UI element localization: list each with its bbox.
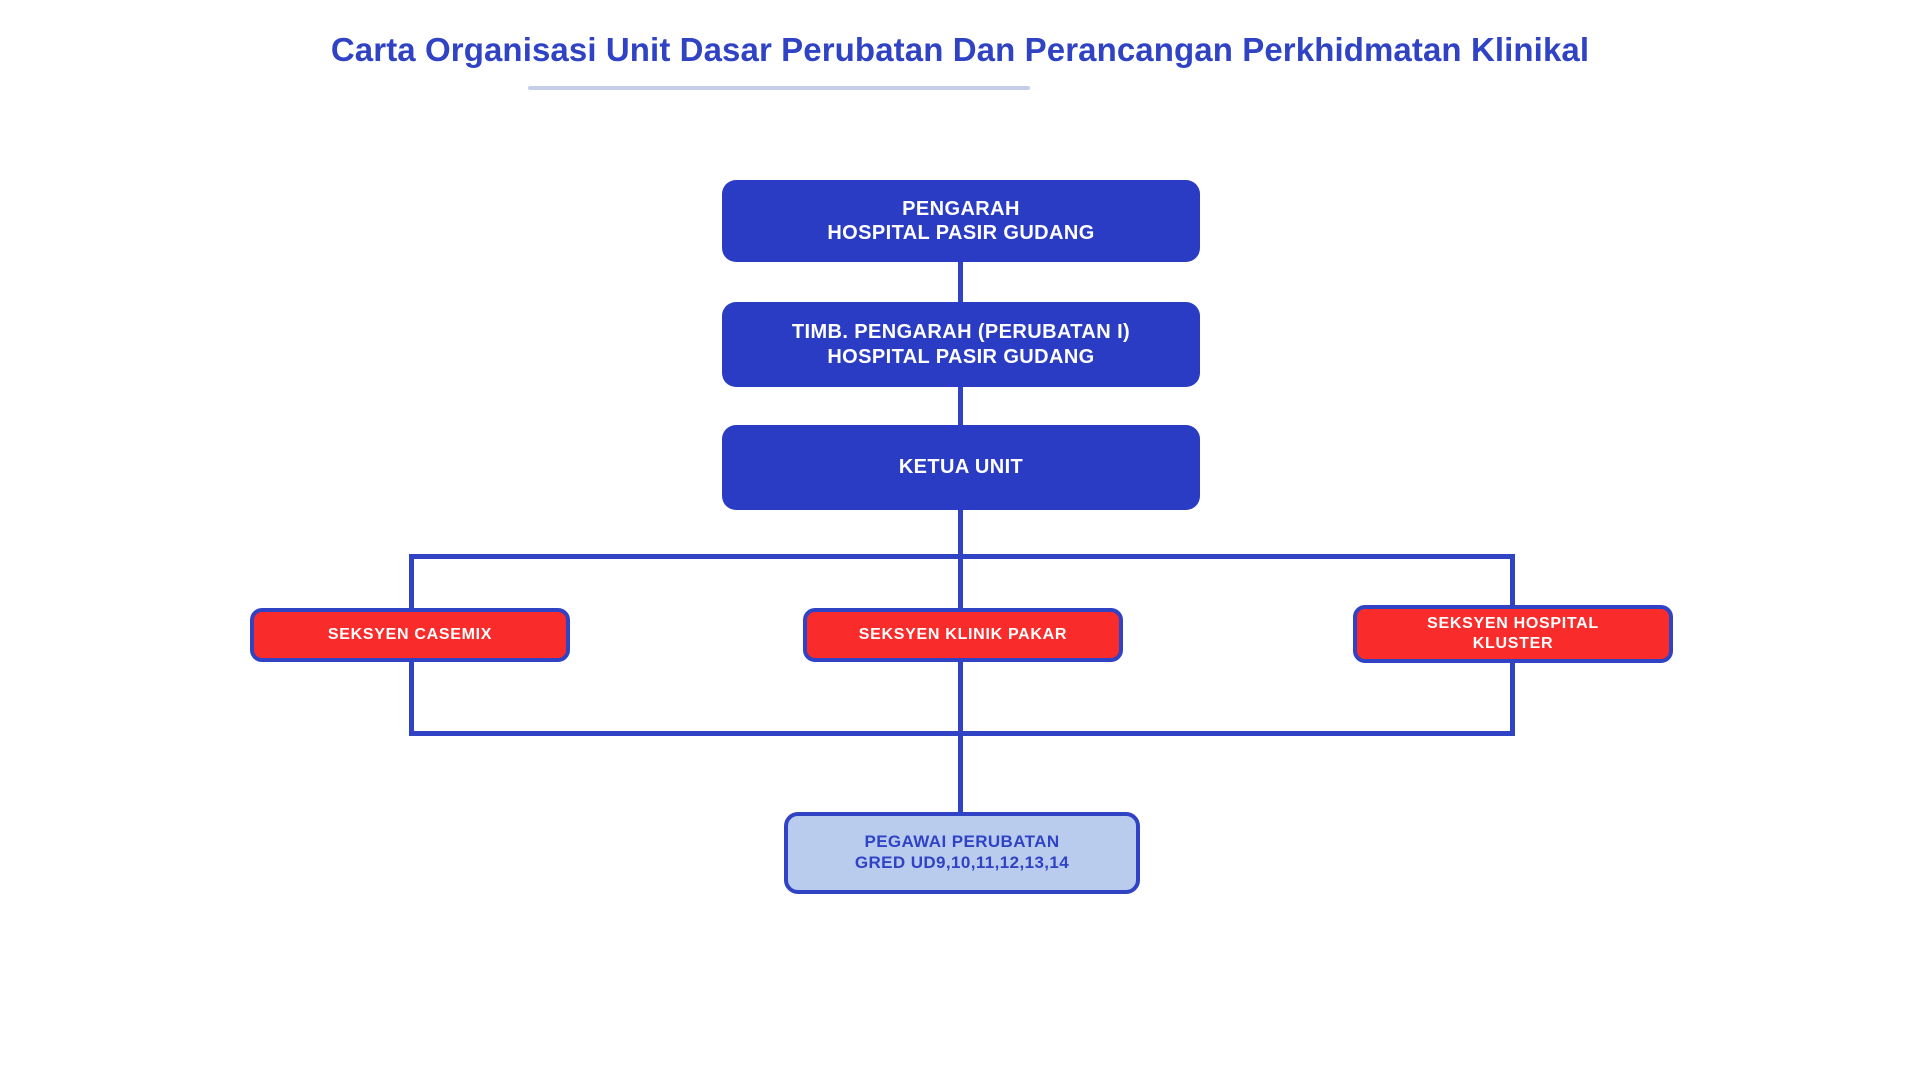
connector-hospital-kluster-to-bus-bottom xyxy=(1510,660,1515,736)
connector-bus-to-klinik-pakar xyxy=(958,554,963,612)
org-node-seksyen-casemix[interactable]: SEKSYEN CASEMIX xyxy=(250,608,570,662)
org-node-ketua-unit-label: KETUA UNIT xyxy=(898,456,1024,479)
org-node-timbalan-pengarah[interactable]: TIMB. PENGARAH (PERUBATAN I) HOSPITAL PA… xyxy=(722,302,1200,387)
connector-ketua-to-bus xyxy=(958,506,963,561)
page-title: Carta Organisasi Unit Dasar Perubatan Da… xyxy=(330,31,1590,68)
connector-bus-bottom-to-pegawai xyxy=(958,731,963,816)
connector-pengarah-to-timb xyxy=(958,258,963,308)
org-node-pengarah[interactable]: PENGARAH HOSPITAL PASIR GUDANG xyxy=(722,180,1200,262)
org-node-pegawai-perubatan[interactable]: PEGAWAI PERUBATAN GRED UD9,10,11,12,13,1… xyxy=(784,812,1140,894)
title-underline-divider xyxy=(528,86,1030,90)
org-node-pengarah-label: PENGARAH HOSPITAL PASIR GUDANG xyxy=(827,197,1095,244)
connector-casemix-to-bus-bottom xyxy=(409,659,414,736)
org-node-seksyen-hospital-kluster[interactable]: SEKSYEN HOSPITAL KLUSTER xyxy=(1353,605,1673,663)
org-node-seksyen-hospital-kluster-label: SEKSYEN HOSPITAL KLUSTER xyxy=(1427,615,1599,652)
connector-bus-to-hospital-kluster xyxy=(1510,554,1515,609)
org-node-seksyen-klinik-pakar[interactable]: SEKSYEN KLINIK PAKAR xyxy=(803,608,1123,662)
connector-bus-to-casemix xyxy=(409,554,414,612)
org-node-pegawai-perubatan-label: PEGAWAI PERUBATAN GRED UD9,10,11,12,13,1… xyxy=(854,832,1070,872)
org-node-ketua-unit[interactable]: KETUA UNIT xyxy=(722,425,1200,510)
connector-klinik-pakar-to-bus-bottom xyxy=(958,659,963,736)
page-title-wrapper: Carta Organisasi Unit Dasar Perubatan Da… xyxy=(0,30,1920,70)
org-node-timbalan-pengarah-label: TIMB. PENGARAH (PERUBATAN I) HOSPITAL PA… xyxy=(791,321,1131,368)
connector-timb-to-ketua xyxy=(958,383,963,431)
org-node-seksyen-casemix-label: SEKSYEN CASEMIX xyxy=(327,626,493,644)
org-node-seksyen-klinik-pakar-label: SEKSYEN KLINIK PAKAR xyxy=(858,626,1068,644)
